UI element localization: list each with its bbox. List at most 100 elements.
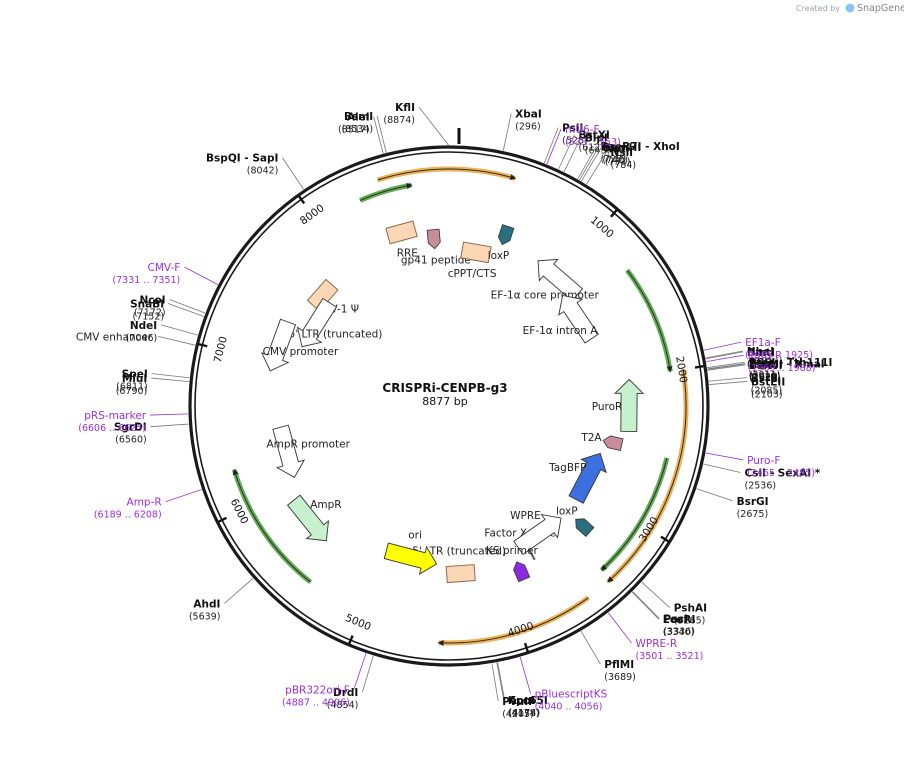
feature-label: 5' LTR (truncated) bbox=[412, 546, 506, 558]
site-kfli[interactable]: KflI(8874) bbox=[383, 102, 449, 146]
site-position: (8874) bbox=[383, 115, 415, 126]
feature-gp41-peptide: gp41 peptide bbox=[401, 228, 471, 267]
site-nhei[interactable]: NheI(1958) bbox=[705, 346, 779, 370]
site-ahdi[interactable]: AhdI(5639) bbox=[189, 578, 254, 622]
label-leader-line bbox=[631, 591, 660, 620]
feature-arrow bbox=[296, 297, 338, 348]
site-position: (740) bbox=[603, 155, 629, 166]
site-name: PflMI bbox=[604, 659, 634, 671]
orf-arc-direction bbox=[437, 597, 589, 646]
scale-tick-label: 8000 bbox=[298, 202, 327, 227]
feature-ampr-promoter: AmpR promoter bbox=[266, 424, 351, 479]
primer-puro-f[interactable]: Puro-F(2465 .. 2485) bbox=[705, 452, 815, 479]
site-nsii[interactable]: NsiI(784) bbox=[586, 147, 637, 185]
site-bsteii[interactable]: BstEII(2103) bbox=[709, 376, 785, 400]
primer-ef1a-f[interactable]: EF1a-F(1905 .. 1925) bbox=[703, 337, 813, 361]
label-leader-line bbox=[169, 299, 206, 314]
feature-arrow bbox=[261, 318, 297, 372]
site-name: PflFI - Tth111I bbox=[749, 357, 833, 369]
feature-label: cPPT/CTS bbox=[448, 268, 497, 280]
site-sgrdi[interactable]: SgrDI(6560) bbox=[114, 422, 189, 446]
site-mlui[interactable]: MluI(6790) bbox=[116, 373, 190, 397]
site-name: SnaBI bbox=[130, 299, 164, 311]
primer-name: pBluescriptKS bbox=[535, 689, 608, 701]
site-name: PvuII bbox=[502, 696, 532, 708]
feature-label: 5' LTR (truncated) bbox=[289, 329, 383, 341]
site-position: (296) bbox=[515, 122, 541, 133]
site-name: BlpI bbox=[585, 133, 608, 145]
site-cmv-enhancer[interactable]: CMV enhancer bbox=[76, 331, 196, 346]
site-bamhi[interactable]: BamHI(740) bbox=[579, 142, 642, 181]
feature-label: AmpR bbox=[310, 499, 341, 511]
site-pshai[interactable]: PshAI(3265) bbox=[641, 581, 707, 627]
scale-tick-mark bbox=[694, 364, 705, 369]
site-noti[interactable]: NotI(752) bbox=[581, 143, 631, 182]
label-leader-line bbox=[282, 157, 304, 190]
label-leader-line bbox=[705, 350, 743, 359]
site-psii[interactable]: PsiI(528) bbox=[543, 123, 588, 164]
site-rsrii[interactable]: RsrII(2085) bbox=[708, 373, 782, 397]
scale-tick-mark bbox=[198, 342, 208, 348]
primer-amp-r[interactable]: Amp-R(6189 .. 6208) bbox=[94, 489, 202, 521]
primer-pbluescriptks[interactable]: pBluescriptKS(4040 .. 4056) bbox=[519, 656, 608, 713]
primer-pbr322ori-f[interactable]: pBR322ori-F(4887 .. 4906) bbox=[282, 653, 367, 708]
site-xbai[interactable]: XbaI(296) bbox=[502, 109, 542, 151]
site-position: (4174) bbox=[509, 708, 541, 719]
site-position: (6560) bbox=[115, 435, 147, 446]
primer-prs-marker[interactable]: pRS-marker(6606 .. 6625) bbox=[78, 410, 189, 434]
label-leader-line bbox=[418, 106, 449, 146]
site-name: DrdI bbox=[333, 687, 358, 699]
feature-label: ori bbox=[408, 530, 422, 542]
orf-arc bbox=[359, 182, 413, 203]
site-ndei[interactable]: NdeI(7046) bbox=[126, 320, 198, 344]
site-smai[interactable]: SmaI(2020) bbox=[707, 359, 781, 383]
site-ncoi[interactable]: NcoI(7172) bbox=[134, 295, 206, 319]
site-position: (752) bbox=[605, 156, 631, 167]
primer-name: pBR322ori-F bbox=[285, 684, 350, 696]
site-paci[interactable]: PacI(3336) bbox=[632, 591, 695, 637]
site-kpni[interactable]: KpnI(4178) bbox=[496, 662, 540, 719]
site-blpi[interactable]: BlpI(645) bbox=[563, 133, 611, 172]
site-bspqi-sapi[interactable]: BspQI - SapI(8042) bbox=[206, 153, 304, 190]
primer-puro-r[interactable]: Puro-R(1969 .. 1988) bbox=[706, 350, 816, 374]
primer-mu6-f[interactable]: mU6-F(533 .. 553) bbox=[546, 124, 621, 165]
site-bmti[interactable]: BmtI(1962) bbox=[705, 347, 779, 371]
site-snabi[interactable]: SnaBI(7152) bbox=[130, 299, 204, 323]
site-name: PshAI bbox=[674, 603, 707, 615]
site-position: (7152) bbox=[133, 312, 165, 323]
site-name: NotI bbox=[605, 143, 630, 155]
site-bsmi[interactable]: BsmI(8534) bbox=[342, 111, 387, 153]
label-leader-line bbox=[165, 489, 202, 502]
label-leader-line bbox=[502, 113, 512, 151]
site-drdi[interactable]: DrdI(4854) bbox=[327, 655, 374, 711]
site-alei[interactable]: AleI(8517) bbox=[338, 112, 384, 154]
site-acc65i[interactable]: Acc65I(4174) bbox=[497, 662, 548, 719]
site-position: (645) bbox=[585, 146, 611, 157]
orf-arc-direction bbox=[607, 369, 687, 583]
feature-cppt-cts: cPPT/CTS bbox=[448, 241, 497, 280]
site-position: (3340) bbox=[663, 627, 695, 638]
label-leader-line bbox=[709, 381, 748, 385]
site-bstxi[interactable]: BstXI(612) bbox=[558, 130, 610, 170]
site-bsiwi[interactable]: BsiWI(2025) bbox=[707, 360, 783, 384]
site-position: (2020) bbox=[749, 372, 781, 383]
site-name: RsrII bbox=[751, 373, 778, 385]
label-leader-line bbox=[705, 351, 744, 360]
label-leader-line bbox=[491, 663, 499, 701]
label-leader-line bbox=[150, 413, 189, 416]
site-ecori[interactable]: EcoRI(3340) bbox=[631, 591, 695, 638]
site-csii-sexai[interactable]: CsiI - SexAI *(2536) bbox=[703, 463, 821, 491]
primer-wpre-r[interactable]: WPRE-R(3501 .. 3521) bbox=[607, 612, 703, 662]
label-leader-line bbox=[158, 335, 196, 346]
site-pflfi-tth111i[interactable]: PflFI - Tth111I(2011) bbox=[707, 357, 832, 381]
site-bsrgi[interactable]: BsrGI(2675) bbox=[696, 488, 769, 520]
site-spei[interactable]: SpeI(6811) bbox=[116, 369, 190, 393]
feature-arrow bbox=[614, 378, 645, 432]
feature-tagbfp: TagBFP bbox=[548, 452, 607, 504]
site-pflmi[interactable]: PflMI(3689) bbox=[580, 630, 636, 683]
primer-cmv-f[interactable]: CMV-F(7331 .. 7351) bbox=[112, 262, 219, 286]
feature-arrow bbox=[383, 542, 438, 575]
scale-tick-label: 1000 bbox=[588, 214, 616, 240]
site-pvuii[interactable]: PvuII(4205) bbox=[491, 663, 534, 720]
site-paer7i-xhoi[interactable]: PaeR7I - XhoI(729) bbox=[577, 141, 680, 180]
